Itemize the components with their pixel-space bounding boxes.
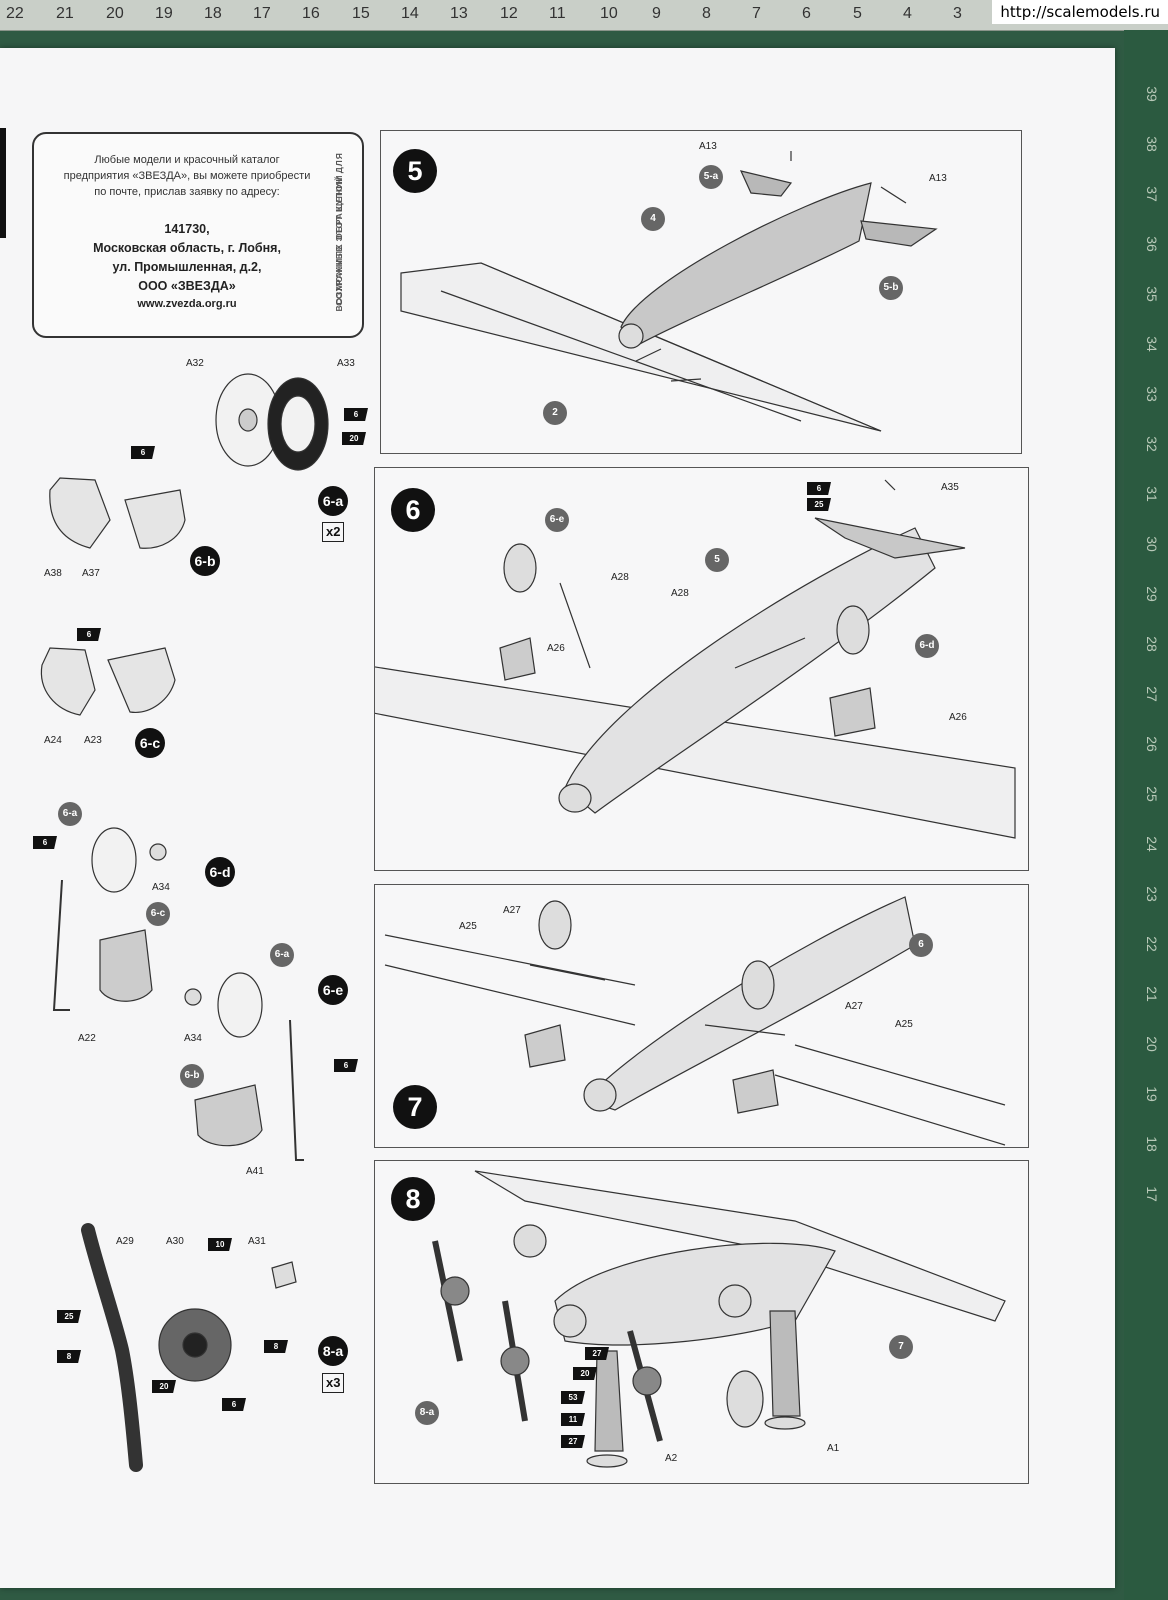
sub-assembly-label: 6-d	[205, 857, 235, 887]
step-8-number: 8	[391, 1177, 435, 1221]
ref-bubble: 6-b	[180, 1064, 204, 1088]
step-7-drawing	[384, 896, 1006, 1146]
step-7-number: 7	[393, 1085, 437, 1129]
part-label: A28	[611, 572, 629, 583]
part-label: A41	[246, 1166, 264, 1177]
part-label: A22	[78, 1033, 96, 1044]
step-6-drawing	[375, 479, 1016, 839]
decal-flag: 20	[342, 432, 366, 445]
decal-flag: 6	[334, 1059, 358, 1072]
part-label: A2	[665, 1453, 678, 1464]
decal-flag: 10	[208, 1238, 232, 1251]
step-5-panel: 5 A13 A13 5-a 4 5-b 2	[380, 130, 1022, 454]
part-label: A35	[941, 482, 959, 493]
step-5-number: 5	[393, 149, 437, 193]
ruler-right: 39 38 37 36 35 34 33 32 31 30 29 28 27 2…	[1124, 30, 1168, 1600]
part-label: A26	[547, 643, 565, 654]
part-label: A27	[503, 905, 521, 916]
ref-bubble: 2	[543, 401, 567, 425]
ref-bubble: 6	[909, 933, 933, 957]
sub-assembly-label: 6-e	[318, 975, 348, 1005]
ref-bubble: 4	[641, 207, 665, 231]
coupon-url: www.zvezda.org.ru	[137, 298, 237, 310]
step-8-panel: 8 7 8-a 27 20 53 11 27 A2 A1	[374, 1160, 1029, 1484]
ref-bubble: 8-a	[415, 1401, 439, 1425]
part-label: A32	[186, 358, 204, 369]
decal-flag: 25	[57, 1310, 81, 1323]
decal-flag: 8	[264, 1340, 288, 1353]
step-7-panel: A27 A25 6 A27 A25 7	[374, 884, 1029, 1148]
multiplier-box: x3	[322, 1373, 345, 1393]
coupon-intro: Любые модели и красочный каталог предпри…	[63, 154, 311, 198]
part-label: A26	[949, 712, 967, 723]
ruler-top: 22 21 20 19 18 17 16 15 14 13 12 11 10 9…	[0, 0, 1168, 31]
part-label: A34	[184, 1033, 202, 1044]
decal-flag: 20	[573, 1367, 597, 1380]
part-label: A34	[152, 882, 170, 893]
part-label: A29	[116, 1236, 134, 1247]
step-6-number: 6	[391, 488, 435, 532]
decal-flag: 6	[344, 408, 368, 421]
part-label: A33	[337, 358, 355, 369]
sub-assembly-label: 8-a	[318, 1336, 348, 1366]
multiplier-box: x2	[322, 522, 345, 542]
part-label: A31	[248, 1236, 266, 1247]
part-label: A24	[44, 735, 62, 746]
part-label: A1	[827, 1443, 840, 1454]
part-label: A37	[82, 568, 100, 579]
watermark: http://scalemodels.ru	[992, 0, 1168, 24]
step-8-drawing	[432, 1170, 1006, 1468]
ref-bubble: 5	[705, 548, 729, 572]
part-label: A25	[459, 921, 477, 932]
decal-flag: 6	[131, 446, 155, 459]
ref-bubble: 6-a	[58, 802, 82, 826]
coupon-box: Любые модели и красочный каталог предпри…	[32, 132, 364, 338]
ref-bubble: 5-b	[879, 276, 903, 300]
sub-assembly-label: 6-c	[135, 728, 165, 758]
ref-bubble: 5-a	[699, 165, 723, 189]
decal-flag: 6	[77, 628, 101, 641]
part-label: A23	[84, 735, 102, 746]
coupon-address: 141730, Московская область, г. Лобня, ул…	[93, 222, 281, 293]
sub-assembly-label: 6-a	[318, 486, 348, 516]
sub-assembly-label: 6-b	[190, 546, 220, 576]
decal-flag: 27	[585, 1347, 609, 1360]
ref-bubble: 6-c	[146, 902, 170, 926]
decal-flag: 6	[222, 1398, 246, 1411]
decal-flag: 20	[152, 1380, 176, 1393]
sheet-edge-mark	[0, 128, 6, 238]
part-label: A13	[929, 173, 947, 184]
step-5-drawing	[400, 151, 938, 432]
step-6-panel: 6 6 25 A35 6-e A28 5 A28 6-d A26 A26	[374, 467, 1029, 871]
part-label: A27	[845, 1001, 863, 1012]
part-label: A25	[895, 1019, 913, 1030]
part-label: A28	[671, 588, 689, 599]
decal-flag: 11	[561, 1413, 585, 1426]
decal-flag: 27	[561, 1435, 585, 1448]
ref-bubble: 7	[889, 1335, 913, 1359]
part-label: A13	[699, 141, 717, 152]
part-label: A30	[166, 1236, 184, 1247]
ref-bubble: 6-d	[915, 634, 939, 658]
decal-flag: 53	[561, 1391, 585, 1404]
decal-flag: 6	[807, 482, 831, 495]
left-column-drawings	[40, 373, 329, 1472]
decal-flag: 25	[807, 498, 831, 511]
ref-bubble: 6-a	[270, 943, 294, 967]
decal-flag: 6	[33, 836, 57, 849]
part-label: A38	[44, 568, 62, 579]
ref-bubble: 6-e	[545, 508, 569, 532]
decal-flag: 8	[57, 1350, 81, 1363]
